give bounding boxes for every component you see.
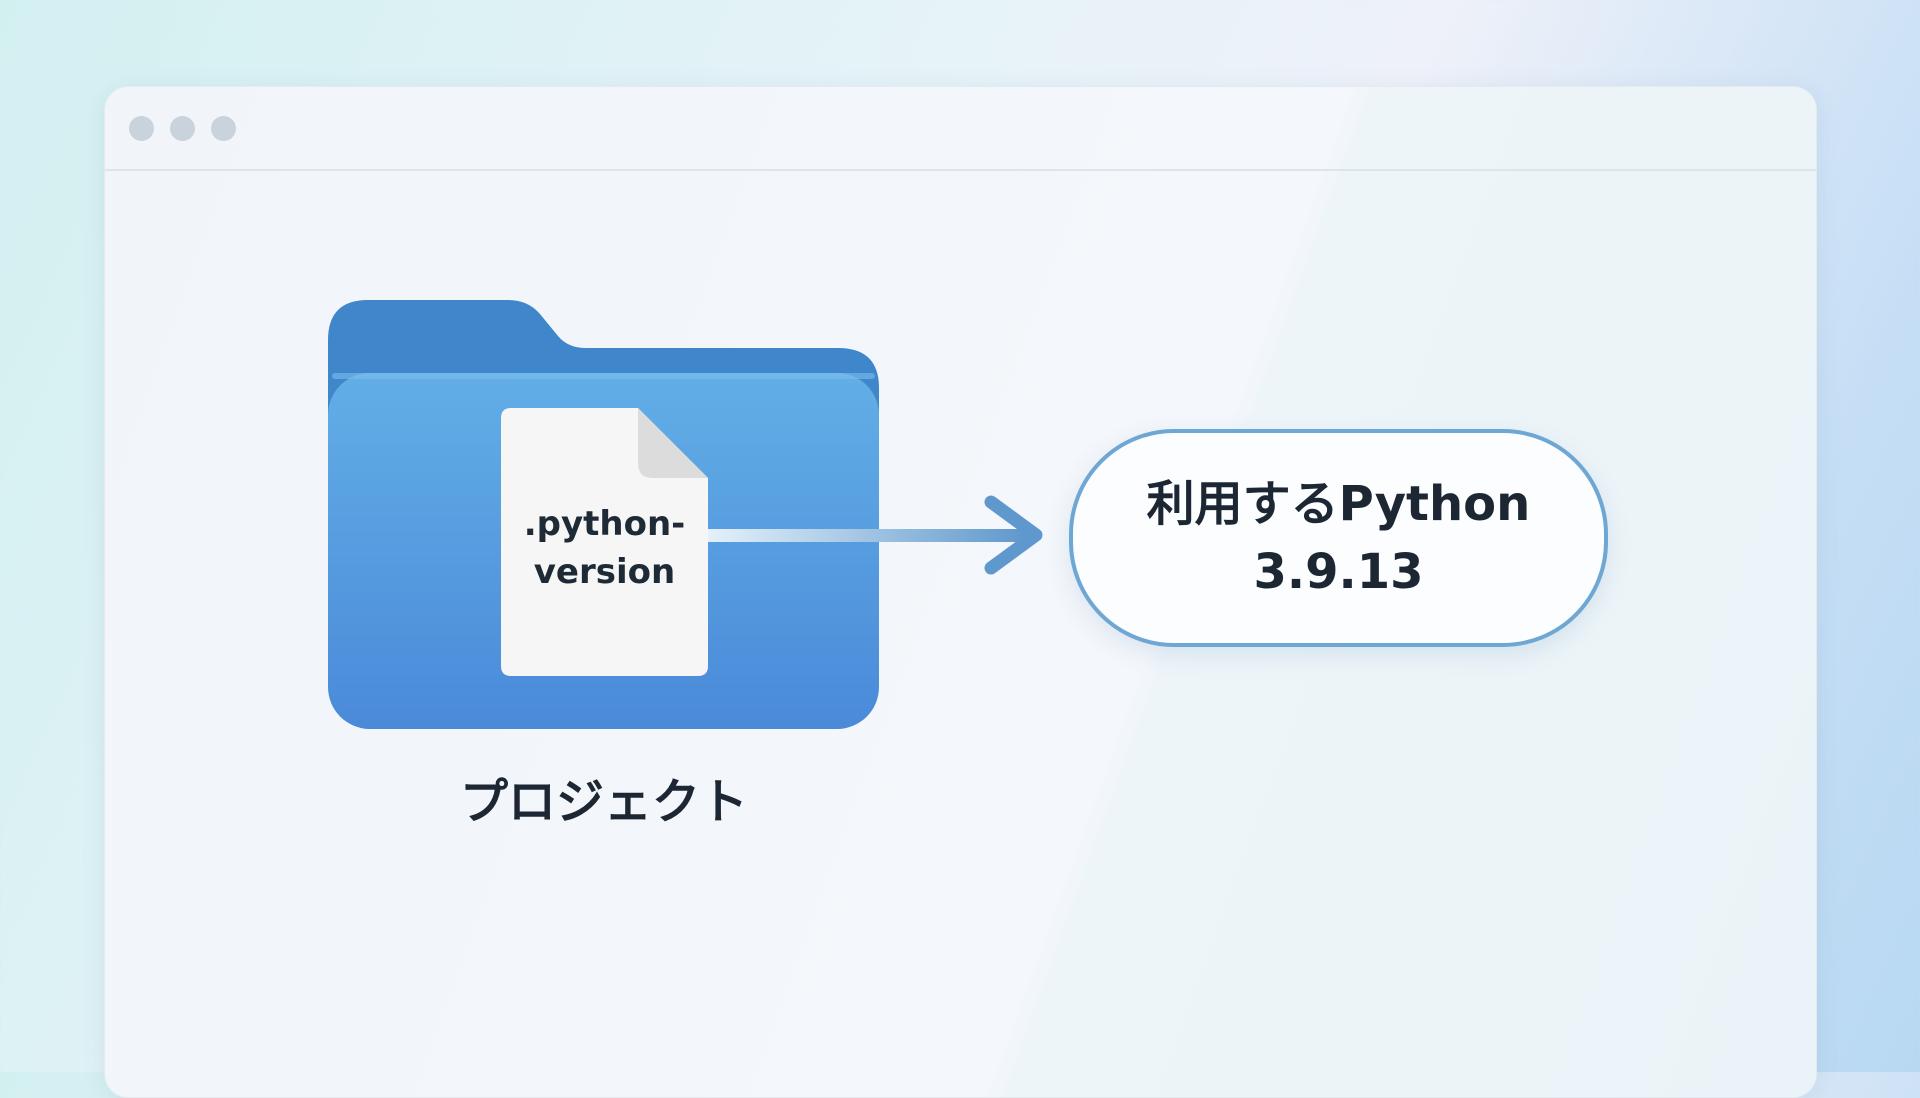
python-version-result: 利用するPython 3.9.13 <box>1069 429 1608 647</box>
folder-label: プロジェクト <box>459 774 748 830</box>
window-close-dot[interactable] <box>129 116 154 141</box>
window-minimize-dot[interactable] <box>170 116 195 141</box>
arrow-right-icon <box>708 495 1043 575</box>
window-maximize-dot[interactable] <box>211 116 236 141</box>
file-name: .python- version <box>501 500 708 596</box>
python-version-file-icon <box>501 408 708 676</box>
file-name-line2: version <box>533 552 676 592</box>
result-title: 利用するPython <box>1146 476 1531 532</box>
file-name-line1: .python- <box>523 504 686 544</box>
result-version: 3.9.13 <box>1253 544 1424 600</box>
title-bar <box>105 87 1816 171</box>
